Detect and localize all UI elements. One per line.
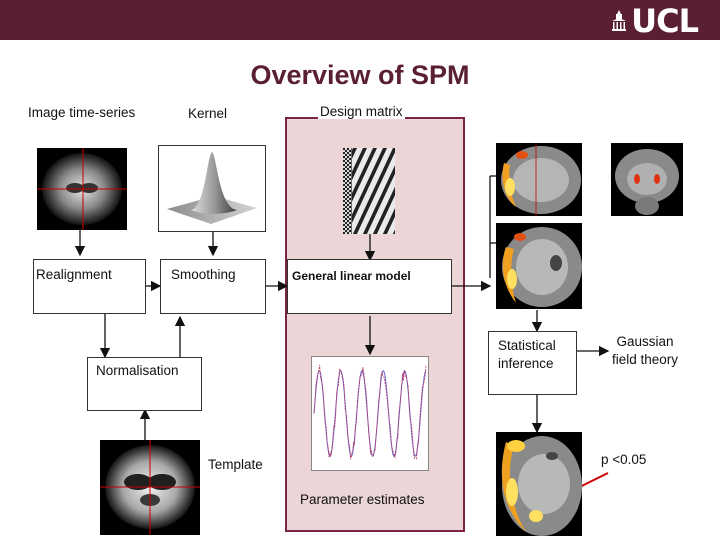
fitted-trace bbox=[314, 371, 426, 457]
spm-axial-map-2 bbox=[496, 223, 582, 309]
p-value-label: p <0.05 bbox=[601, 452, 646, 467]
smoothing-label: Smoothing bbox=[171, 267, 236, 282]
parameter-estimates-label: Parameter estimates bbox=[300, 492, 425, 507]
spm-coronal-map bbox=[611, 143, 683, 216]
spm-axial-map-1 bbox=[496, 143, 582, 216]
image-series-label: Image time-series bbox=[28, 105, 135, 120]
design-matrix-label: Design matrix bbox=[318, 104, 405, 119]
fmri-brain-image bbox=[37, 148, 127, 230]
template-brain-image bbox=[100, 440, 200, 535]
statistical-inference-label: Statistical inference bbox=[498, 337, 556, 373]
glm-box bbox=[287, 259, 452, 314]
kernel-image bbox=[158, 145, 266, 232]
design-matrix-image bbox=[343, 148, 395, 234]
glm-label: General linear model bbox=[292, 269, 411, 283]
observed-trace bbox=[314, 365, 426, 460]
template-label: Template bbox=[208, 457, 263, 472]
realignment-label: Realignment bbox=[36, 267, 112, 282]
gaussian-field-label: Gaussian field theory bbox=[612, 333, 678, 369]
parameter-plot-svg bbox=[312, 357, 428, 470]
parameter-estimates-plot bbox=[311, 356, 429, 471]
spm-axial-map-3 bbox=[496, 432, 582, 536]
kernel-label: Kernel bbox=[188, 106, 227, 121]
normalisation-label: Normalisation bbox=[96, 363, 179, 378]
